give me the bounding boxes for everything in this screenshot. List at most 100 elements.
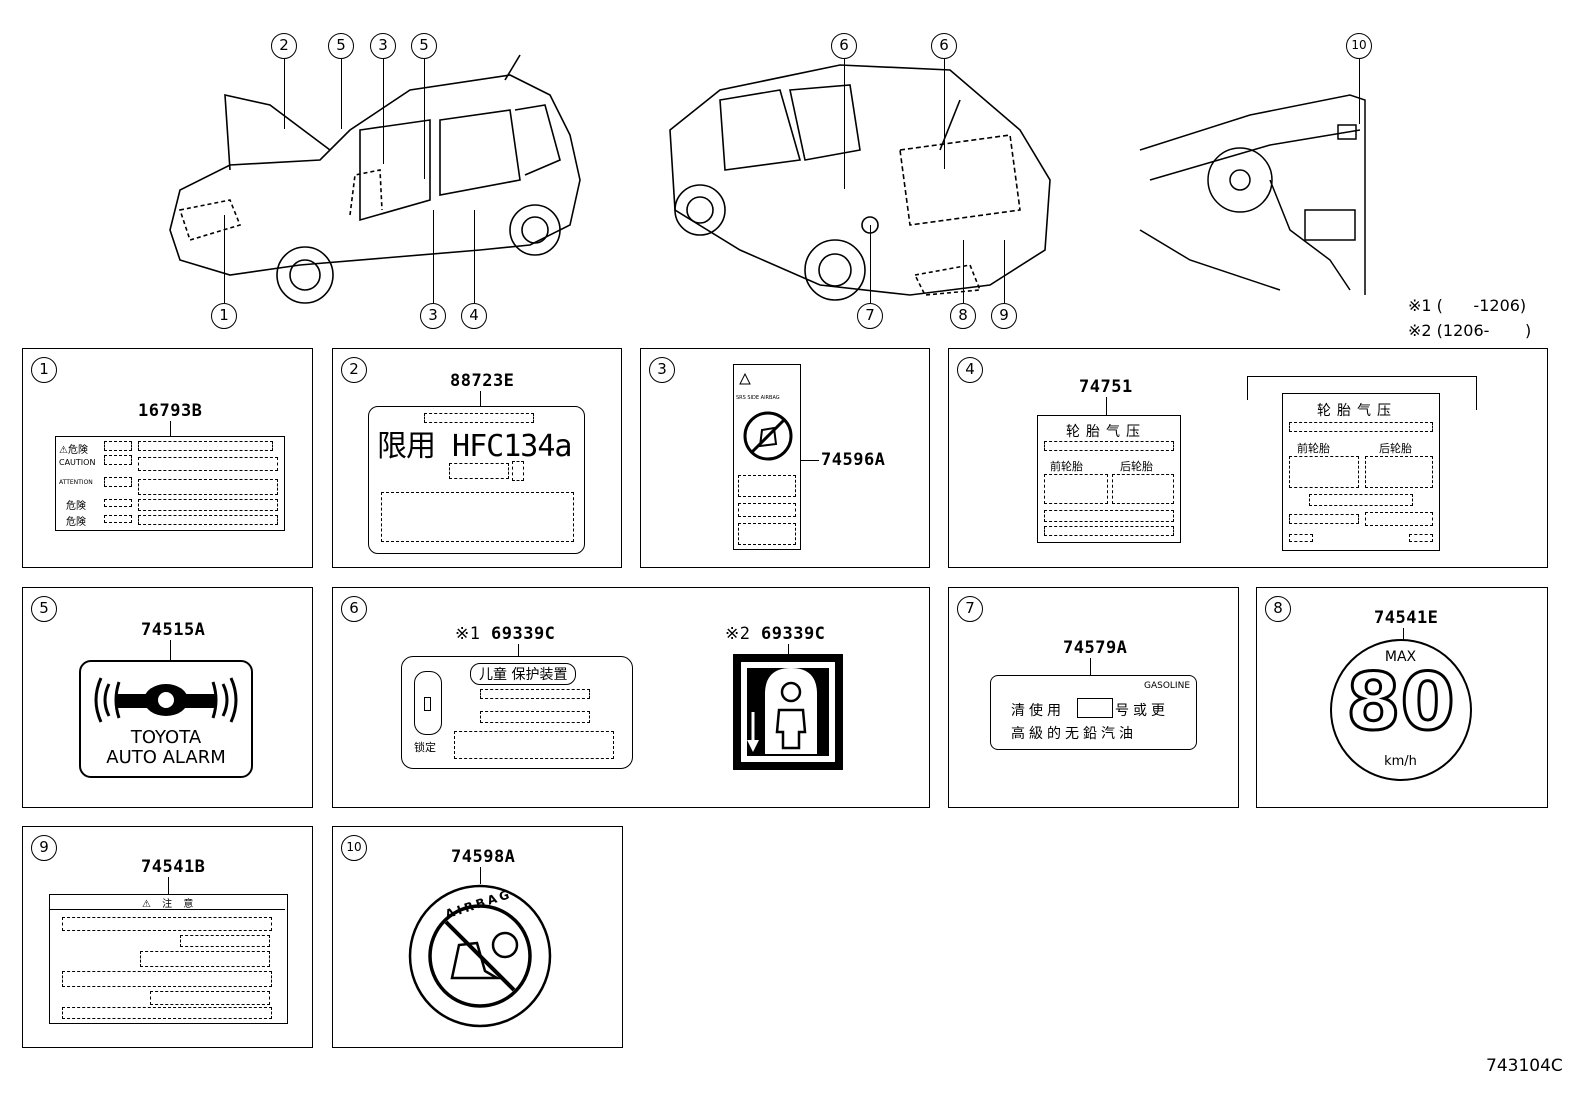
tire-rear: 后轮胎: [1120, 460, 1153, 473]
label-text: SRS SIDE AIRBAG: [736, 395, 780, 401]
overview-callout-front: 3: [370, 33, 396, 59]
callout-leader: [424, 59, 425, 179]
overview-callout-front: 5: [328, 33, 354, 59]
speed-value: 80: [1345, 658, 1457, 749]
tire-front: 前轮胎: [1297, 442, 1330, 455]
label-panel-2: 2 88723E 限用 HFC134a: [332, 348, 622, 568]
refrigerant-label: 限用 HFC134a: [368, 406, 585, 554]
panel-number: 10: [341, 835, 367, 861]
fuel-text: 高級的无鉛汽油: [1011, 726, 1137, 742]
panel-number: 9: [31, 835, 57, 861]
airbag-warning-label: [408, 884, 552, 1028]
side-airbag-label: SRS SIDE AIRBAG: [733, 364, 801, 550]
tire-title: 轮胎气压: [1317, 403, 1397, 419]
callout-leader: [844, 59, 845, 189]
label-text: ATTENTION: [59, 479, 93, 486]
label-text: 危険: [66, 517, 86, 528]
label-panel-6: 6 ※1 69339C 儿童 保护装置 锁定 ※2 69339C: [332, 587, 930, 808]
fuel-type-label: GASOLINE 清使用 号或更 高級的无鉛汽油: [990, 675, 1197, 750]
no-child-seat-icon: [743, 411, 793, 461]
speed-unit: km/h: [1384, 754, 1417, 769]
fuel-text: 清使用: [1011, 703, 1065, 719]
overview-callout-front: 2: [271, 33, 297, 59]
overview-callout-front: 4: [461, 303, 487, 329]
tire-pressure-label-left: 轮胎气压 前轮胎 后轮胎: [1037, 415, 1181, 543]
part-number: 74541E: [1374, 608, 1439, 628]
part-number: 74579A: [1063, 638, 1128, 658]
lock-label: 锁定: [414, 741, 436, 754]
callout-leader: [963, 240, 964, 303]
warning-triangle-icon: [739, 372, 751, 385]
version-note-2: ※2 (1206- ): [1408, 321, 1532, 340]
part-number: 88723E: [450, 371, 515, 391]
label-panel-7: 7 74579A GASOLINE 清使用 号或更 高級的无鉛汽油: [948, 587, 1239, 808]
fuel-text: 号或更: [1115, 703, 1169, 719]
overview-callout-rear: 7: [857, 303, 883, 329]
version-note-1: ※1 ( -1206): [1408, 296, 1527, 315]
front-car-illustration: [169, 54, 581, 304]
panel-number: 6: [341, 596, 367, 622]
panel-number: 5: [31, 596, 57, 622]
callout-leader: [224, 215, 225, 303]
callout-leader: [433, 210, 434, 303]
variant1-part-number: 69339C: [491, 624, 556, 644]
callout-leader: [341, 59, 342, 129]
callout-leader: [284, 59, 285, 129]
label-panel-8: 8 74541E MAX 80 km/h: [1256, 587, 1548, 808]
label-panel-1: 1 16793B ⚠危険 CAUTION ATTENTION 危険 危険: [22, 348, 313, 568]
auto-alarm-label: TOYOTA AUTO ALARM: [79, 660, 253, 778]
speed-max: MAX: [1384, 649, 1417, 665]
tire-front: 前轮胎: [1050, 460, 1083, 473]
gasoline-text: GASOLINE: [1143, 681, 1190, 691]
part-number: 74596A: [821, 450, 886, 470]
label-panel-5: 5 74515A TOYOTA AUTO ALARM: [22, 587, 313, 808]
label-panel-4: 4 74751 轮胎气压 前轮胎 后轮胎 轮胎气压 前轮胎 后轮胎: [948, 348, 1548, 568]
overview-callout-rear: 6: [831, 33, 857, 59]
label-text: CAUTION: [59, 458, 96, 467]
alarm-text-line1: TOYOTA: [130, 727, 202, 748]
panel-number: 3: [649, 357, 675, 383]
callout-leader: [1004, 240, 1005, 303]
label-panel-10: 10 74598A AIRBAG: [332, 826, 623, 1048]
part-number: 74541B: [141, 857, 206, 877]
callout-leader: [870, 225, 871, 303]
variant1-prefix: ※1: [455, 624, 481, 644]
rear-car-illustration: [669, 64, 1051, 301]
alarm-text-line2: AUTO ALARM: [106, 747, 226, 768]
label-panel-3: 3 SRS SIDE AIRBAG 74596A: [640, 348, 930, 568]
child-lock-icon: [733, 654, 843, 770]
panel-number: 1: [31, 357, 57, 383]
callout-leader: [383, 59, 384, 164]
panel-number: 2: [341, 357, 367, 383]
label-text: ⚠危険: [59, 445, 88, 456]
callout-leader: [1359, 59, 1360, 124]
overview-callout-front: 3: [420, 303, 446, 329]
tire-pressure-label-right: 轮胎气压 前轮胎 后轮胎: [1282, 393, 1440, 551]
tire-rear: 后轮胎: [1379, 442, 1412, 455]
callout-leader: [474, 210, 475, 303]
interior-illustration: [1139, 94, 1366, 295]
part-number: 74598A: [451, 847, 516, 867]
notice-label: ⚠ 注 意: [49, 894, 288, 1024]
child-lock-label: 儿童 保护装置 锁定: [401, 656, 633, 769]
variant2-prefix: ※2: [725, 624, 751, 644]
alarm-sensor-icon: [94, 677, 238, 723]
label-panel-9: 9 74541B ⚠ 注 意: [22, 826, 313, 1048]
label-text: 危険: [66, 501, 86, 512]
overview-callout-front: 5: [411, 33, 437, 59]
panel-number: 7: [957, 596, 983, 622]
part-number: 74751: [1079, 377, 1133, 397]
overview-callout-front: 1: [211, 303, 237, 329]
part-number: 16793B: [138, 401, 203, 421]
refrigerant-text: 限用 HFC134a: [377, 429, 572, 464]
overview-callout-rear: 8: [950, 303, 976, 329]
speed-limit-label: MAX 80 km/h: [1330, 639, 1472, 781]
part-number: 74515A: [141, 620, 206, 640]
overview-callout-rear: 6: [931, 33, 957, 59]
figure-code: 743104C: [1486, 1056, 1563, 1076]
callout-leader: [944, 59, 945, 169]
caution-label: ⚠危険 CAUTION ATTENTION 危険 危険: [55, 436, 285, 531]
overview-callout-interior: 10: [1346, 33, 1372, 59]
variant2-part-number: 69339C: [761, 624, 826, 644]
tire-title: 轮胎气压: [1066, 424, 1146, 440]
